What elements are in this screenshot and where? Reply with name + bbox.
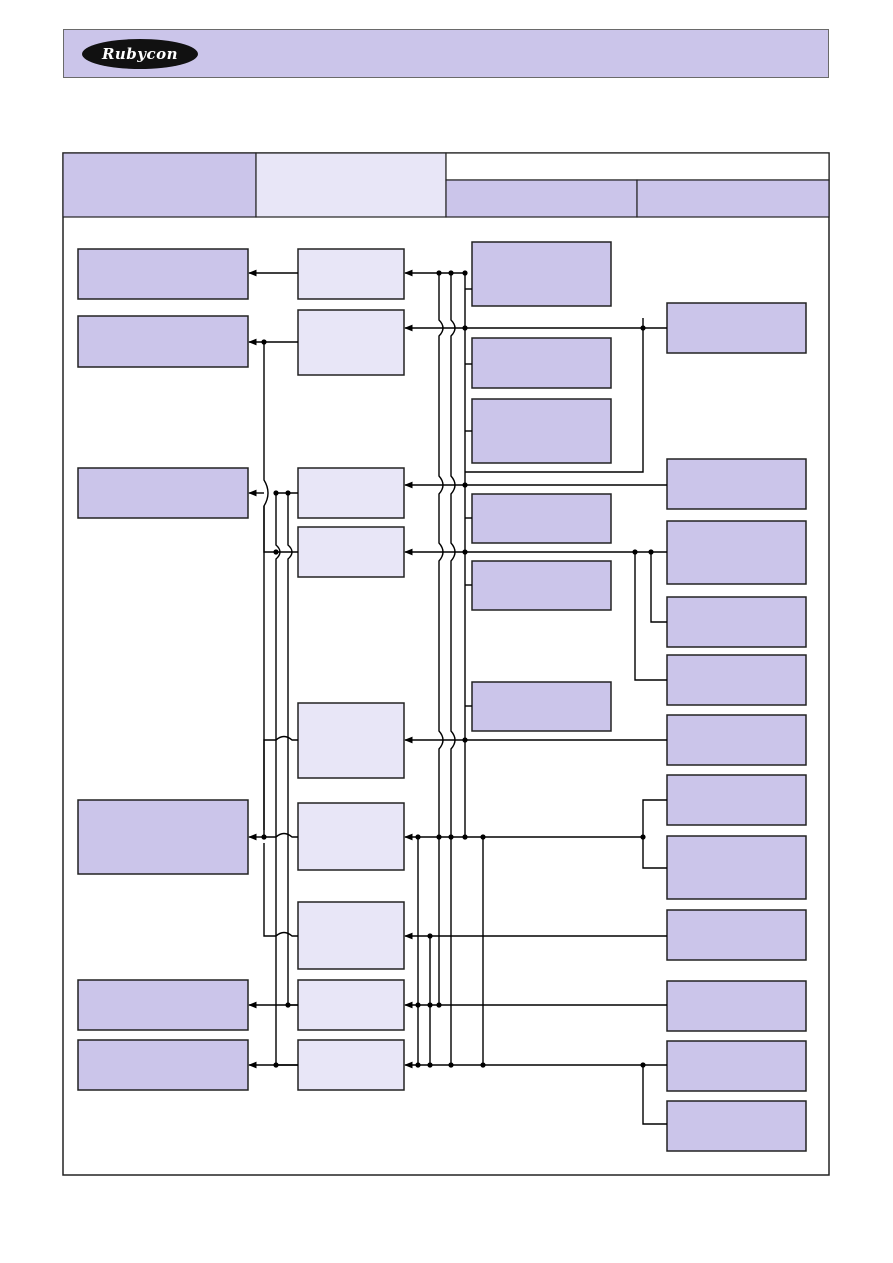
left-box-2: [77, 315, 249, 368]
mid-box-1: [297, 248, 405, 300]
center-bus-1: [438, 273, 444, 1005]
right-box-6: [666, 714, 807, 766]
mid-box-9: [297, 1039, 405, 1091]
right-box-12: [666, 1100, 807, 1152]
link-mid7-bus: [263, 843, 298, 937]
left-box-5: [77, 979, 249, 1031]
mid-box-5: [297, 702, 405, 779]
middle-column: [297, 248, 405, 1091]
link-right5: [634, 552, 667, 681]
header-cell-group: [445, 152, 830, 181]
left-box-1: [77, 248, 249, 300]
header-subcell-2: [636, 179, 830, 218]
link-right7: [642, 799, 667, 837]
connectors: [248, 269, 667, 1125]
header-bar: Rubycon: [63, 29, 829, 78]
table-header: [62, 152, 830, 218]
link-mid6-bus: [264, 832, 298, 838]
right-box-3: [666, 520, 807, 585]
logo-text: Rubycon: [101, 45, 179, 63]
link-mid5-bus: [263, 735, 298, 830]
center-bus-2: [450, 273, 456, 1065]
left-bus-1: [263, 342, 269, 837]
inner-box-1: [471, 241, 612, 307]
right-box-10: [666, 980, 807, 1032]
link-right12: [642, 1065, 667, 1125]
mid-box-3: [297, 467, 405, 519]
right-box-7: [666, 774, 807, 826]
right-box-8: [666, 835, 807, 900]
header-cell-process: [62, 152, 257, 218]
link-mid4-bus: [263, 506, 298, 553]
link-right8: [642, 837, 667, 869]
right-box-1: [666, 302, 807, 354]
right-box-2: [666, 458, 807, 510]
mid-box-7: [297, 901, 405, 970]
mid-box-2: [297, 309, 405, 376]
inner-box-6: [471, 681, 612, 732]
inner-box-3: [471, 398, 612, 464]
left-box-6: [77, 1039, 249, 1091]
right-box-5: [666, 654, 807, 706]
right-box-9: [666, 909, 807, 961]
right-box-11: [666, 1040, 807, 1092]
left-box-3: [77, 467, 249, 519]
inner-box-4: [471, 493, 612, 544]
mid-box-8: [297, 979, 405, 1031]
left-column: [77, 248, 249, 1091]
left-box-4: [77, 799, 249, 875]
link-right4: [650, 552, 667, 623]
inner-box-5: [471, 560, 612, 611]
mid-box-4: [297, 526, 405, 578]
inner-box-2: [471, 337, 612, 389]
loop-right1-return: [465, 318, 644, 473]
mid-box-6: [297, 802, 405, 871]
header-cell-step: [255, 152, 447, 218]
junction-dots: [261, 270, 654, 1068]
right-box-4: [666, 596, 807, 648]
rubycon-logo: Rubycon: [82, 39, 198, 69]
header-subcell-1: [445, 179, 638, 218]
